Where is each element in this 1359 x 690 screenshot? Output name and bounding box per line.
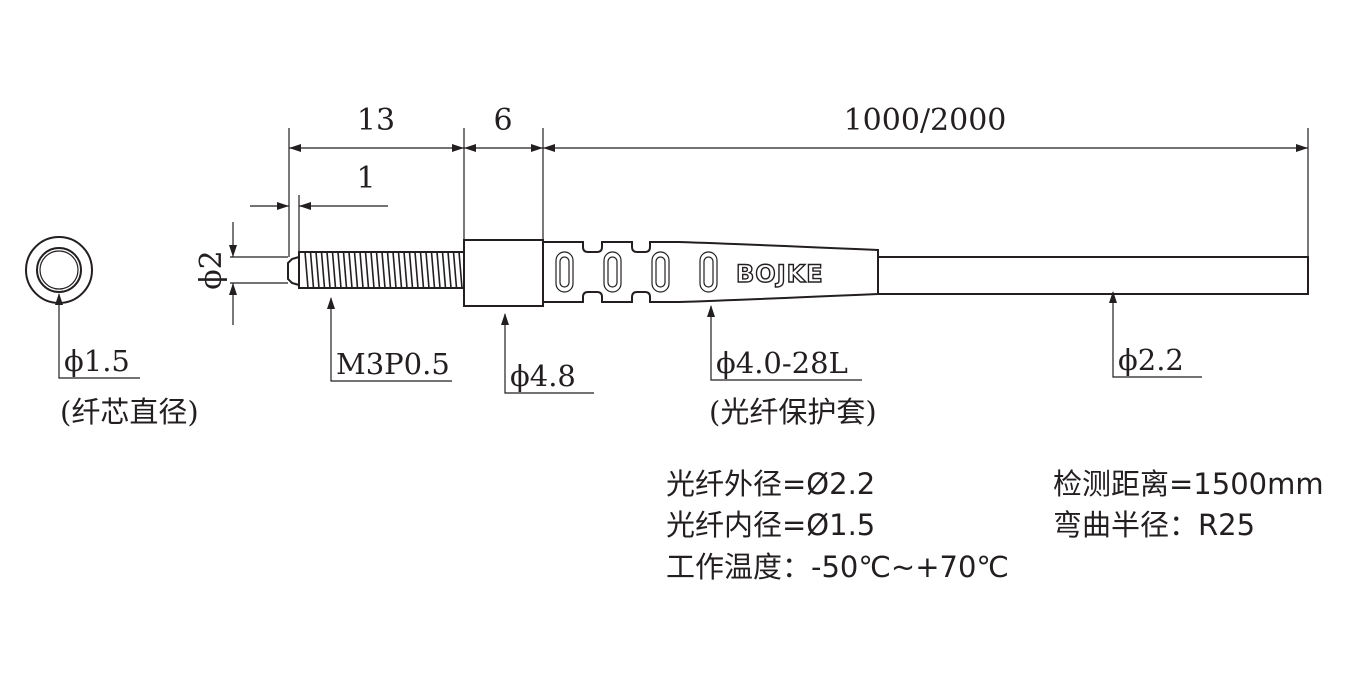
diameter-2-label: ϕ2 (194, 250, 229, 290)
thread-crest (304, 251, 309, 289)
thread-crest (386, 251, 392, 289)
thread-crest (392, 251, 397, 289)
spec-detect-distance: 检测距离=1500mm (1053, 467, 1324, 501)
brand-logo: BOJKE (736, 260, 824, 288)
extension-lines (288, 128, 1309, 257)
thread-crest (458, 251, 463, 289)
tip-length-dimension (250, 202, 388, 210)
thread-crest (370, 251, 375, 289)
thread-crest (414, 251, 419, 289)
thread-spec-leader (327, 297, 452, 382)
nut-diameter-label: ϕ4.8 (510, 359, 576, 393)
thread-crest (375, 251, 381, 289)
thread-length-dimension (289, 144, 464, 152)
protective-sleeve: BOJKE (542, 241, 879, 303)
thread-crest (331, 251, 337, 289)
core-diameter-label: ϕ1.5 (64, 344, 130, 378)
core-note-label: (纤芯直径) (60, 395, 199, 429)
thread-crest (320, 251, 326, 289)
thread-length-label: 13 (357, 103, 395, 138)
thread-crest (447, 251, 452, 289)
thread-crest (359, 251, 364, 289)
cable-length-dimension (543, 144, 1308, 152)
spec-bend-radius: 弯曲半径：R25 (1053, 508, 1255, 542)
thread-crest (348, 251, 353, 289)
cable-length-label: 1000/2000 (844, 103, 1007, 138)
diameter-2-dimension (229, 222, 288, 325)
spec-outer-diameter: 光纤外径=Ø2.2 (666, 467, 875, 501)
thread-crest (425, 251, 430, 289)
nut-length-label: 6 (493, 103, 512, 138)
thread-crest (419, 251, 425, 289)
thread-crest (342, 251, 348, 289)
thread-crest (436, 251, 441, 289)
thread-crest (364, 251, 370, 289)
thread-crest (309, 251, 315, 289)
thread-crest (326, 251, 331, 289)
thread-crest (315, 251, 320, 289)
nut (463, 239, 544, 307)
thread-crest (397, 251, 403, 289)
core-diameter-leader (55, 293, 140, 379)
thread-crest (381, 251, 386, 289)
cable-diameter-label: ϕ2.2 (1118, 343, 1184, 377)
sleeve-note-label: (光纤保护套) (709, 395, 877, 429)
thread-crest (403, 251, 408, 289)
spec-inner-diameter: 光纤内径=Ø1.5 (666, 508, 875, 542)
thread-crest (408, 251, 414, 289)
nut-length-dimension (464, 144, 543, 152)
fiber-tip (287, 255, 300, 287)
thread-crest (337, 251, 342, 289)
thread-crest (452, 251, 458, 289)
thread-crest (441, 251, 447, 289)
thread-crest (353, 251, 359, 289)
sleeve-spec-leader (707, 305, 862, 381)
tip-length-label: 1 (356, 161, 375, 196)
cable-diameter-leader (1109, 291, 1202, 378)
thread-crest (430, 251, 436, 289)
fiber-cable (877, 256, 1309, 295)
thread-spec-label: M3P0.5 (336, 347, 450, 381)
spec-temperature: 工作温度：-50℃~+70℃ (666, 550, 1009, 584)
sleeve-spec-label: ϕ4.0-28L (716, 346, 848, 380)
nut-diameter-leader (501, 313, 594, 394)
threaded-section (298, 251, 465, 289)
